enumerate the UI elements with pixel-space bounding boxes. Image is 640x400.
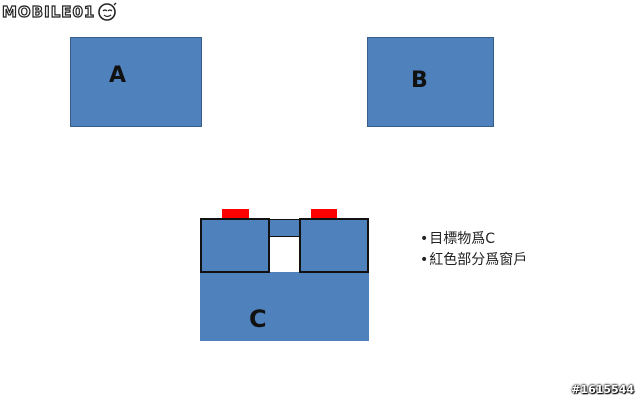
- window-right-red-marker: [311, 209, 337, 218]
- window-left-red-marker: [222, 209, 249, 218]
- site-logo: MOBILE01: [1, 1, 118, 23]
- shape-b: [367, 37, 494, 127]
- note-window: 紅色部分爲窗戶: [420, 250, 527, 271]
- window-right: [299, 218, 369, 273]
- note-target: 目標物爲C: [420, 229, 527, 250]
- shape-a-label: A: [109, 63, 127, 88]
- image-id-watermark: #1615544: [571, 383, 634, 396]
- shape-c-label: C: [249, 305, 267, 333]
- notes-list: 目標物爲C 紅色部分爲窗戶: [420, 229, 527, 271]
- shape-c-body: [200, 272, 369, 341]
- logo-text: MOBILE01: [1, 2, 96, 21]
- logo-mascot-icon: [98, 2, 117, 21]
- window-left: [200, 218, 270, 273]
- shape-a: [70, 37, 202, 127]
- shape-c-roof: [268, 219, 301, 237]
- shape-b-label: B: [411, 68, 428, 93]
